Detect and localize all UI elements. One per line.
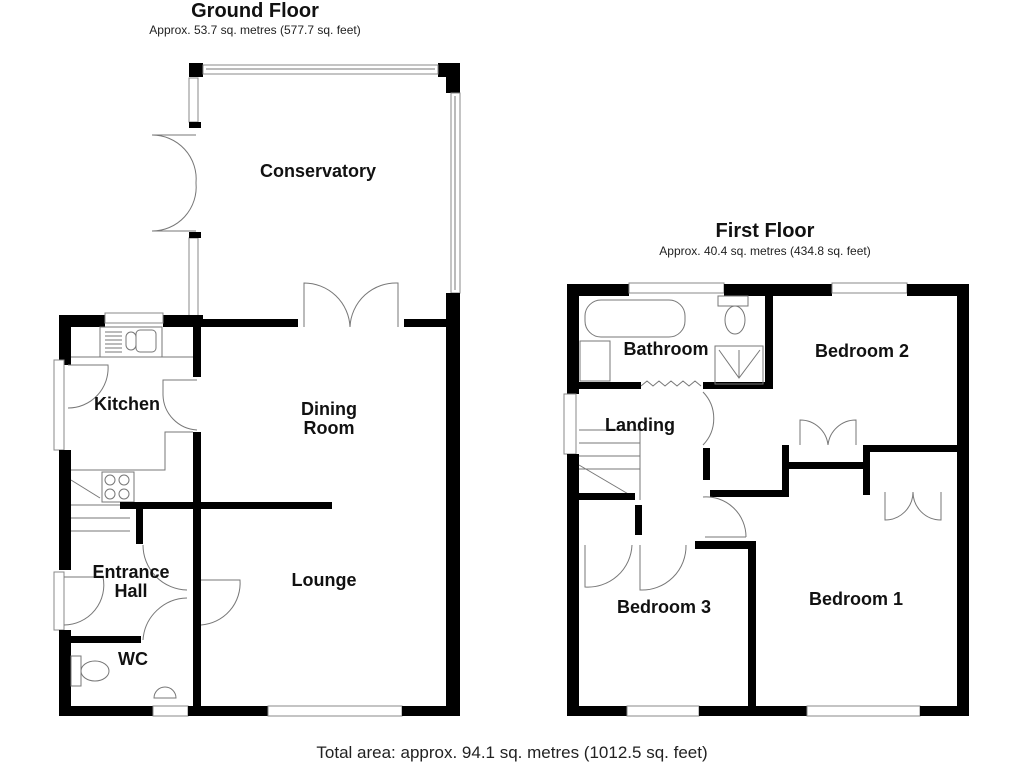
room-label-conservatory: Conservatory	[260, 161, 376, 181]
ground-floor-plan: Conservatory Kitchen Dining Room Entranc…	[53, 63, 461, 717]
room-label-dining-room-2: Room	[304, 418, 355, 438]
first-floor-area: Approx. 40.4 sq. metres (434.8 sq. feet)	[659, 244, 871, 258]
first-floor-plan: Bathroom Bedroom 2 Landing Bedroom 3 Bed…	[563, 282, 969, 717]
room-label-bedroom-3: Bedroom 3	[617, 597, 711, 617]
room-label-entrance-hall-2: Hall	[114, 581, 147, 601]
room-label-dining-room-1: Dining	[301, 399, 357, 419]
room-label-bathroom: Bathroom	[624, 339, 709, 359]
ground-floor-title: Ground Floor	[191, 0, 319, 22]
room-label-kitchen: Kitchen	[94, 394, 160, 414]
room-label-entrance-hall-1: Entrance	[92, 562, 169, 582]
ground-floor-area: Approx. 53.7 sq. metres (577.7 sq. feet)	[149, 23, 361, 37]
first-floor-title: First Floor	[715, 220, 815, 242]
room-label-lounge: Lounge	[292, 570, 357, 590]
room-label-landing: Landing	[605, 415, 675, 435]
room-label-wc: WC	[118, 649, 148, 669]
total-area: Total area: approx. 94.1 sq. metres (101…	[316, 743, 708, 762]
room-label-bedroom-1: Bedroom 1	[809, 589, 903, 609]
room-label-bedroom-2: Bedroom 2	[815, 341, 909, 361]
